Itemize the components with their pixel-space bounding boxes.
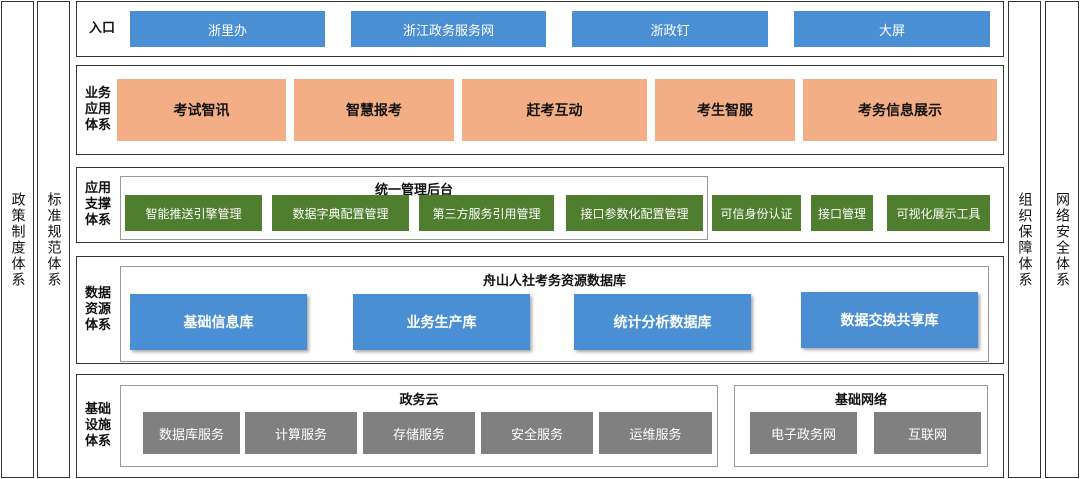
data-row: 数据资源体系 舟山人社考务资源数据库 基础信息库 业务生产库 统计分析数据库 数… [76, 256, 1004, 364]
infra-internet: 互联网 [874, 412, 981, 454]
standards-system-column: 标准规范体系 [37, 1, 70, 478]
org-guarantee-label: 组织保障体系 [1016, 191, 1033, 288]
support-third-party-service: 第三方服务引用管理 [419, 195, 554, 231]
business-row: 业务应用体系 考试智讯 智慧报考 赶考互动 考生智服 考务信息展示 [76, 65, 1004, 155]
data-basic-info-db: 基础信息库 [130, 294, 307, 350]
network-security-label: 网络安全体系 [1054, 191, 1070, 288]
data-row-label: 数据资源体系 [84, 286, 111, 333]
entry-row-label: 入口 [88, 21, 115, 36]
network-security-column: 网络安全体系 [1045, 1, 1079, 478]
data-statistics-db: 统计分析数据库 [574, 294, 751, 350]
support-interface-params: 接口参数化配置管理 [566, 195, 703, 231]
business-exam-interaction: 赶考互动 [462, 79, 647, 141]
business-exam-news: 考试智讯 [117, 79, 286, 141]
entry-row: 入口 浙里办 浙江政务服务网 浙政钉 大屏 [76, 1, 1004, 57]
business-smart-registration: 智慧报考 [294, 79, 454, 141]
support-push-engine: 智能推送引擎管理 [125, 195, 262, 231]
infra-database-service: 数据库服务 [143, 412, 240, 454]
basic-network-title: 基础网络 [834, 393, 887, 408]
resource-database-title: 舟山人社考务资源数据库 [482, 274, 626, 289]
support-trusted-identity: 可信身份认证 [712, 195, 801, 231]
entry-zhezhengding: 浙政钉 [572, 11, 768, 47]
business-row-label: 业务应用体系 [84, 86, 111, 133]
entry-big-screen: 大屏 [794, 11, 990, 47]
infra-row-label: 基础设施体系 [84, 402, 111, 449]
data-business-production-db: 业务生产库 [353, 294, 530, 350]
infra-ops-service: 运维服务 [599, 412, 712, 454]
data-exchange-sharing-db: 数据交换共享库 [801, 292, 978, 348]
unified-admin-title: 统一管理后台 [374, 183, 453, 198]
infra-security-service: 安全服务 [481, 412, 593, 454]
infra-storage-service: 存储服务 [363, 412, 475, 454]
business-exam-info-display: 考务信息展示 [803, 79, 997, 141]
infra-compute-service: 计算服务 [245, 412, 357, 454]
org-guarantee-column: 组织保障体系 [1008, 1, 1041, 478]
policy-system-column: 政策制度体系 [1, 1, 34, 478]
standards-system-label: 标准规范体系 [45, 191, 62, 288]
support-interface-management: 接口管理 [811, 195, 873, 231]
support-data-dictionary: 数据字典配置管理 [272, 195, 409, 231]
gov-cloud-title: 政务云 [399, 393, 439, 408]
support-row: 应用支撑体系 统一管理后台 智能推送引擎管理 数据字典配置管理 第三方服务引用管… [76, 167, 1004, 243]
support-row-label: 应用支撑体系 [84, 181, 111, 228]
business-candidate-service: 考生智服 [655, 79, 795, 141]
entry-zhejiang-gov-service: 浙江政务服务网 [351, 11, 546, 47]
policy-system-label: 政策制度体系 [9, 191, 26, 288]
infra-egov-network: 电子政务网 [750, 412, 857, 454]
entry-zheliban: 浙里办 [130, 11, 325, 47]
infra-row: 基础设施体系 政务云 数据库服务 计算服务 存储服务 安全服务 运维服务 基础网… [76, 374, 1004, 478]
support-visualization-tool: 可视化展示工具 [887, 195, 990, 231]
